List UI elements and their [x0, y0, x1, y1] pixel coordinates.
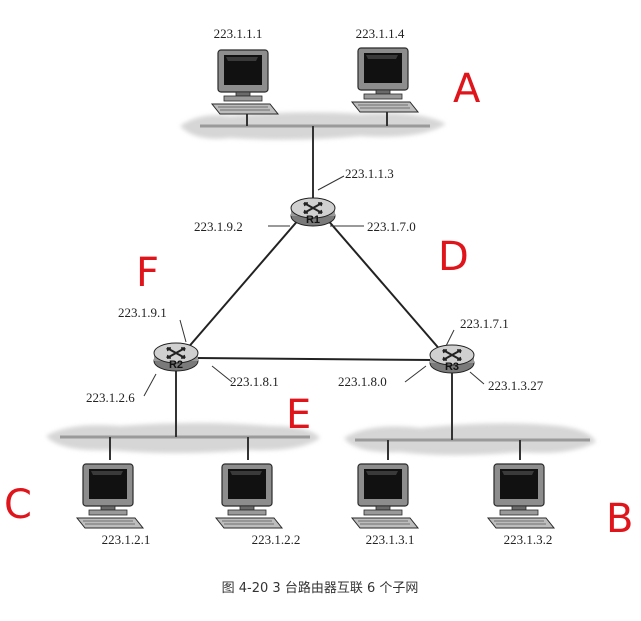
router-r3-label: R3 — [445, 361, 459, 373]
subnet-label-e: E — [286, 392, 311, 438]
host-pc-121 — [76, 463, 144, 529]
iface-r1-top: 223.1.1.3 — [345, 166, 394, 181]
iface-r1-right: 223.1.7.0 — [367, 219, 416, 234]
link-r2-r3 — [195, 357, 433, 361]
host-ip-122: 223.1.2.2 — [252, 532, 301, 547]
lan-buses — [60, 124, 590, 442]
subnet-label-d: D — [438, 234, 469, 280]
iface-r3-left: 223.1.8.0 — [338, 374, 387, 389]
router-r1-label: R1 — [306, 214, 320, 226]
iface-r3-bottom: 223.1.3.27 — [488, 378, 544, 393]
host-ip-114: 223.1.1.4 — [356, 26, 405, 41]
host-drops — [109, 110, 521, 460]
host-pc-111 — [211, 49, 279, 115]
iface-r2-bottom: 223.1.2.6 — [86, 390, 135, 405]
router-r2-label: R2 — [169, 359, 183, 371]
iface-r2-top: 223.1.9.1 — [118, 305, 167, 320]
leader-lines — [143, 175, 485, 397]
iface-r2-right: 223.1.8.1 — [230, 374, 279, 389]
subnet-label-a: A — [453, 66, 481, 112]
subnet-label-b: B — [606, 496, 633, 542]
host-pc-132 — [487, 463, 555, 529]
link-r1-r3 — [325, 217, 443, 353]
host-ip-132: 223.1.3.2 — [504, 532, 553, 547]
host-ip-111: 223.1.1.1 — [214, 26, 263, 41]
host-pc-131 — [351, 463, 419, 529]
router-lan-links — [175, 126, 453, 440]
subnet-label-c: C — [4, 482, 32, 528]
iface-r1-left: 223.1.9.2 — [194, 219, 243, 234]
subnet-label-f: F — [136, 250, 159, 296]
iface-r3-top: 223.1.7.1 — [460, 316, 509, 331]
router-r2: R2 — [153, 342, 199, 372]
router-links — [185, 217, 443, 361]
figure-caption: 图 4-20 3 台路由器互联 6 个子网 — [222, 580, 419, 596]
host-pc-122 — [215, 463, 283, 529]
host-pc-114 — [351, 47, 419, 113]
host-ip-131: 223.1.3.1 — [366, 532, 415, 547]
link-r1-r2 — [185, 217, 301, 351]
host-ip-121: 223.1.2.1 — [102, 532, 151, 547]
router-r3: R3 — [429, 344, 475, 374]
router-r1: R1 — [290, 197, 336, 227]
